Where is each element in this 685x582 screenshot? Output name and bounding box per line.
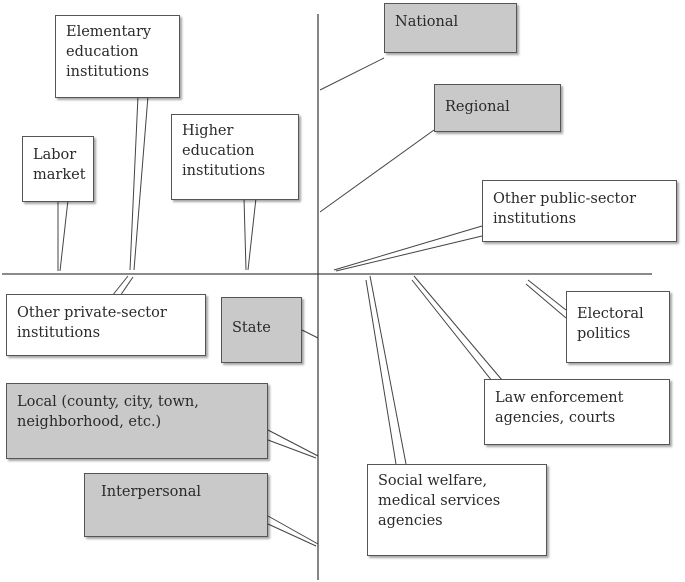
connector-social [369,275,407,465]
connector-public-2 [335,235,483,272]
box-regional: Regional [434,84,561,132]
connector-public [333,225,483,271]
connector-local [267,429,319,457]
box-state: State [221,297,302,363]
label-labor: Labor market [33,147,86,183]
connector-regional [319,129,435,213]
label-higher: Higher education institutions [182,123,266,179]
box-interpersonal: Interpersonal [84,473,268,537]
connector-interpersonal-2 [267,523,317,547]
box-electoral: Electoral politics [566,291,670,363]
connector-national [319,57,385,91]
box-higher: Higher education institutions [171,114,299,200]
label-social: Social welfare, medical services agencie… [378,473,501,529]
connector-electoral [527,279,567,311]
box-other-public: Other public-sector institutions [482,180,677,242]
connector-electoral-2 [525,283,567,319]
connector-private-2 [119,276,134,297]
box-national: National [384,3,517,53]
connector-higher-2 [247,197,257,271]
label-national: National [395,14,459,30]
connector-social-2 [365,279,397,465]
box-social: Social welfare, medical services agencie… [367,464,547,556]
connector-local-2 [267,439,317,459]
connector-elementary [129,95,139,271]
label-regional: Regional [445,99,510,115]
connector-law [413,275,503,381]
label-interpersonal: Interpersonal [101,484,201,500]
connector-private [111,275,129,297]
box-other-private: Other private-sector institutions [6,294,206,356]
box-local: Local (county, city, town, neighborhood,… [6,383,268,459]
label-state: State [232,320,271,336]
label-elementary: Elementary education institutions [66,24,152,80]
box-law: Law enforcement agencies, courts [484,379,670,445]
connector-interpersonal [267,515,319,545]
label-other-public: Other public-sector institutions [493,191,637,227]
label-other-private: Other private-sector institutions [17,305,167,341]
label-local: Local (county, city, town, neighborhood,… [17,394,199,430]
label-electoral: Electoral politics [577,306,644,342]
connector-state [301,329,319,339]
label-law: Law enforcement agencies, courts [495,390,624,426]
connector-elementary-2 [133,95,149,271]
connector-higher [243,197,247,271]
box-elementary: Elementary education institutions [55,15,180,98]
box-labor: Labor market [22,136,94,202]
connector-law-2 [411,279,497,387]
connector-labor-2 [59,199,69,272]
callout-lines [57,57,567,547]
